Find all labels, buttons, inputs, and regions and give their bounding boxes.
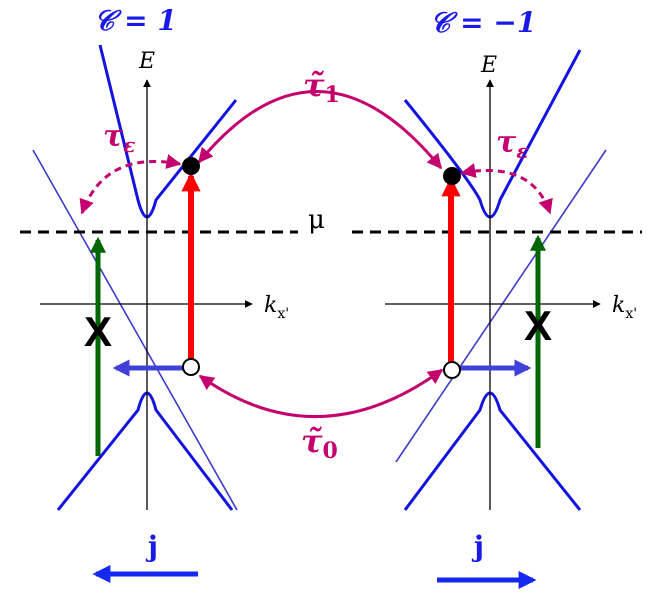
momentum-axis-label-left-sub: x' [277,306,289,322]
tau-eps-label-right: τε [496,125,528,163]
energy-axis-label-left: E [138,49,155,74]
left-filled-state-dot [182,157,200,175]
left-dirac-line [32,149,238,511]
right-dirac-line [395,149,607,463]
momentum-axis-label-left: kx' [264,293,289,322]
chern-label-right: 𝒞 = −1 [430,6,536,39]
left-empty-state-dot [182,358,200,376]
tau0-label-main: τ̃ [301,422,323,460]
tau1-label: τ̃1 [303,66,340,108]
chemical-potential-label: μ [308,205,325,235]
current-label-right: j [471,530,484,563]
right-empty-state-dot [443,361,461,379]
tau1-label-sub: 1 [325,82,340,108]
tau-eps-left-dashed-arc [79,154,182,215]
tau-eps-right-dashed-arc [460,163,553,215]
tau-eps-label-left-sub: ε [123,133,135,157]
right-filled-state-dot [443,167,461,185]
energy-axis-label-right: E [480,53,497,78]
momentum-axis-label-right-sub: x' [625,306,637,322]
tau1-scattering-arc [197,90,443,170]
tau1-label-main: τ̃ [303,66,325,104]
momentum-axis-label-right: kx' [612,293,637,322]
tau0-scattering-arc [198,368,444,419]
forbidden-mark-left: X [84,308,112,355]
left-lower-band [56,391,234,511]
momentum-axis-label-right-main: k [612,293,625,318]
tau-eps-label-left: τε [103,119,135,157]
tau0-label-sub: 0 [323,438,338,464]
tau-eps-label-right-main: τ [496,125,517,160]
chern-label-left: 𝒞 = 1 [94,4,177,37]
tau-eps-label-left-main: τ [103,119,124,154]
momentum-axis-label-left-main: k [264,293,277,318]
forbidden-mark-right: X [524,302,552,349]
tau0-label: τ̃0 [301,422,338,464]
tau-eps-label-right-sub: ε [516,139,528,163]
current-label-left: j [145,530,158,563]
